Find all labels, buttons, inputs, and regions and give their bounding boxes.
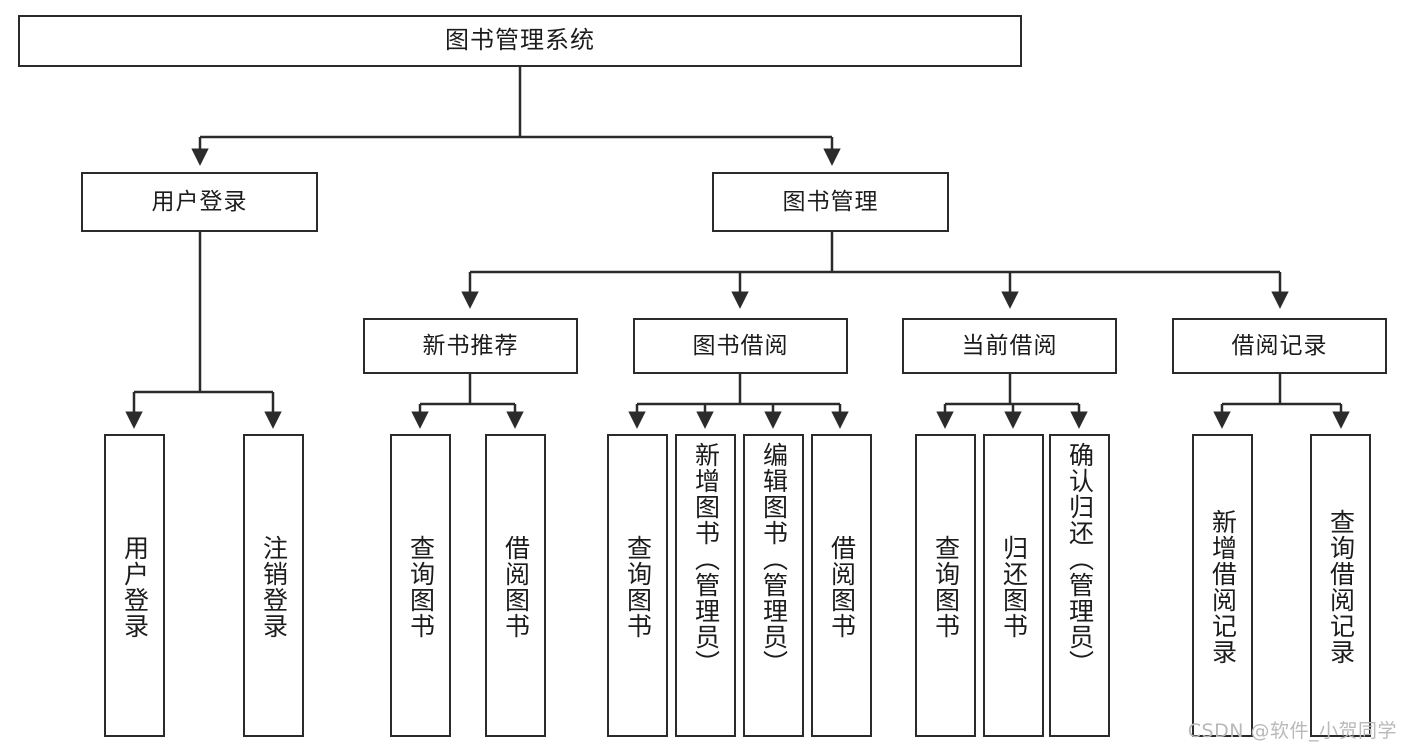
leaf-label: 查询图书 xyxy=(931,534,961,639)
leaf-borrow-record-add[interactable]: 新增借阅记录 xyxy=(1192,434,1253,737)
leaf-user-login-login[interactable]: 用户登录 xyxy=(104,434,165,737)
leaf-label: 新增图书（管理员） xyxy=(691,442,721,676)
node-root-label: 图书管理系统 xyxy=(445,26,595,55)
leaf-label: 查询借阅记录 xyxy=(1326,508,1356,665)
leaf-new-book-query[interactable]: 查询图书 xyxy=(390,434,451,737)
leaf-label: 确认归还（管理员） xyxy=(1065,442,1095,676)
leaf-label: 用户登录 xyxy=(120,534,150,639)
leaf-label: 注销登录 xyxy=(259,534,289,639)
leaf-label: 编辑图书（管理员） xyxy=(759,442,789,676)
leaf-book-borrow-add[interactable]: 新增图书（管理员） xyxy=(675,434,736,737)
node-new-book-recommend[interactable]: 新书推荐 xyxy=(363,318,578,374)
leaf-label: 借阅图书 xyxy=(827,534,857,639)
node-user-login-label: 用户登录 xyxy=(151,188,248,215)
csdn-watermark: CSDN @软件_小贺同学 xyxy=(1187,720,1397,742)
node-book-management[interactable]: 图书管理 xyxy=(712,172,949,232)
node-book-management-label: 图书管理 xyxy=(782,188,879,215)
node-borrow-record-label: 借阅记录 xyxy=(1231,332,1328,359)
node-current-borrow-label: 当前借阅 xyxy=(961,332,1058,359)
leaf-label: 借阅图书 xyxy=(501,534,531,639)
leaf-new-book-borrow[interactable]: 借阅图书 xyxy=(485,434,546,737)
leaf-current-borrow-return[interactable]: 归还图书 xyxy=(983,434,1044,737)
node-book-borrow[interactable]: 图书借阅 xyxy=(633,318,848,374)
leaf-label: 归还图书 xyxy=(999,534,1029,639)
node-current-borrow[interactable]: 当前借阅 xyxy=(902,318,1117,374)
leaf-book-borrow-edit[interactable]: 编辑图书（管理员） xyxy=(743,434,804,737)
leaf-book-borrow-query[interactable]: 查询图书 xyxy=(607,434,668,737)
node-user-login[interactable]: 用户登录 xyxy=(81,172,318,232)
node-book-borrow-label: 图书借阅 xyxy=(692,332,789,359)
leaf-label: 新增借阅记录 xyxy=(1208,508,1238,665)
leaf-current-borrow-confirm-return[interactable]: 确认归还（管理员） xyxy=(1049,434,1110,737)
leaf-book-borrow-borrow[interactable]: 借阅图书 xyxy=(811,434,872,737)
leaf-label: 查询图书 xyxy=(406,534,436,639)
leaf-user-login-logout[interactable]: 注销登录 xyxy=(243,434,304,737)
leaf-borrow-record-query[interactable]: 查询借阅记录 xyxy=(1310,434,1371,737)
node-root[interactable]: 图书管理系统 xyxy=(18,15,1022,67)
leaf-label: 查询图书 xyxy=(623,534,653,639)
node-borrow-record[interactable]: 借阅记录 xyxy=(1172,318,1387,374)
leaf-current-borrow-query[interactable]: 查询图书 xyxy=(915,434,976,737)
node-new-book-recommend-label: 新书推荐 xyxy=(422,332,519,359)
